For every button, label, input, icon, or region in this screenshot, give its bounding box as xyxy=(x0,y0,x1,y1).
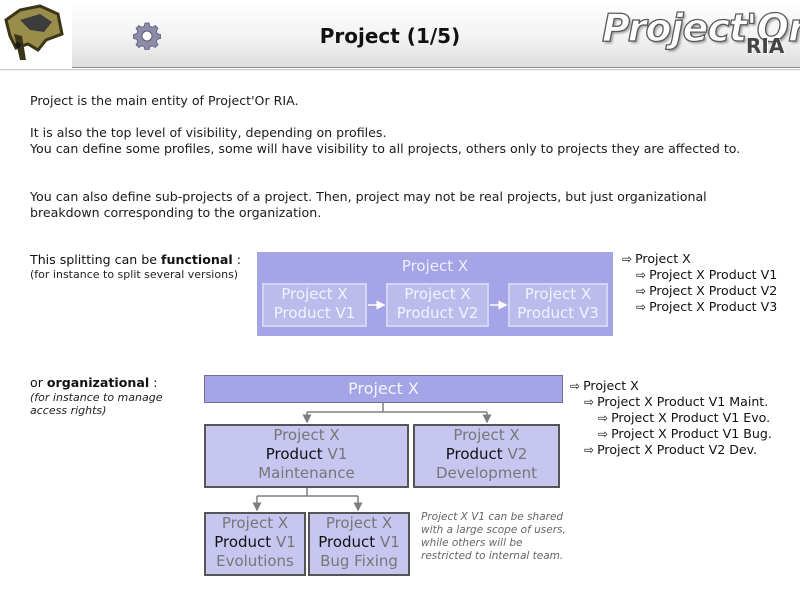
header-divider xyxy=(0,69,800,71)
org-evo-line1: Project X xyxy=(221,514,289,532)
org-bug-line3: Bug Fixing xyxy=(320,552,398,570)
functional-label-prefix: This splitting can be xyxy=(30,252,162,267)
functional-v2-line2: Product V2 xyxy=(396,304,479,322)
arrow-right-icon: ⇨ xyxy=(636,284,647,298)
org-bug-box: Project X Product V1 Bug Fixing xyxy=(308,512,410,576)
intro-paragraph-1: Project is the main entity of Project'Or… xyxy=(30,93,299,108)
functional-v1-box: Project X Product V1 xyxy=(262,283,367,327)
functional-note: (for instance to split several versions) xyxy=(30,268,239,281)
org-maint-box: Project X Product V1 Maintenance xyxy=(204,424,409,488)
arrow-right-icon: ⇨ xyxy=(570,379,581,393)
org-maint-line3: Maintenance xyxy=(258,464,355,482)
functional-v2-box: Project X Product V2 xyxy=(386,283,489,327)
org-evo-line3: Evolutions xyxy=(216,552,294,570)
arrow-right-icon: ⇨ xyxy=(584,395,595,409)
org-dev-box: Project X Product V2 Development xyxy=(413,424,560,488)
org-dev-line3: Development xyxy=(436,464,537,482)
functional-tree: ⇨Project X ⇨Project X Product V1 ⇨Projec… xyxy=(622,251,777,315)
functional-v1-line1: Project X xyxy=(281,285,348,303)
org-evo-box: Project X Product V1 Evolutions xyxy=(204,512,306,576)
header-bar: Project (1/5) Project'Or RIA xyxy=(0,0,800,68)
brand-sub-text: RIA xyxy=(746,34,785,58)
arrow-right-icon: ⇨ xyxy=(636,300,647,314)
arrow-right-icon: ⇨ xyxy=(598,411,609,425)
brand-main-text: Project'Or xyxy=(601,5,800,50)
tree-item: ⇨Project X xyxy=(570,378,639,393)
org-root-label: Project X xyxy=(348,379,419,398)
page-title: Project (1/5) xyxy=(319,24,461,48)
org-root-box: Project X xyxy=(204,375,563,403)
tree-item: ⇨Project X Product V2 Dev. xyxy=(584,442,758,457)
arrow-right-icon: ⇨ xyxy=(598,427,609,441)
functional-v3-line1: Project X xyxy=(524,285,592,303)
intro-paragraph-2b: You can define some profiles, some will … xyxy=(30,141,741,156)
intro-paragraph-3: You can also define sub-projects of a pr… xyxy=(30,189,707,220)
org-dev-line1: Project X xyxy=(453,426,520,444)
arrow-right-icon: ⇨ xyxy=(636,268,647,282)
organizational-label-bold: organizational xyxy=(46,375,150,390)
org-dev-line2: Product V2 xyxy=(445,445,528,463)
tree-item: ⇨Project X Product V1 xyxy=(636,267,778,282)
tree-item: ⇨Project X xyxy=(622,251,691,266)
organizational-label-prefix: or xyxy=(30,375,47,390)
functional-v2-line1: Project X xyxy=(404,285,471,303)
tree-item: ⇨Project X Product V1 Evo. xyxy=(598,410,771,425)
organizational-label: or organizational : xyxy=(30,375,157,391)
org-maint-line2: Product V1 xyxy=(265,445,348,463)
org-evo-line2: Product V1 xyxy=(214,533,296,551)
arrow-right-icon: ⇨ xyxy=(622,252,633,266)
arrow-right-icon: ⇨ xyxy=(584,443,595,457)
organizational-tree: ⇨Project X ⇨Project X Product V1 Maint. … xyxy=(570,378,772,458)
org-bug-line2: Product V1 xyxy=(318,533,400,551)
org-maint-line1: Project X xyxy=(273,426,340,444)
intro-paragraph-2a: It is also the top level of visibility, … xyxy=(30,125,387,140)
functional-label: This splitting can be functional : xyxy=(30,252,241,268)
tree-item: ⇨Project X Product V3 xyxy=(636,299,778,314)
tree-item: ⇨Project X Product V1 Bug. xyxy=(598,426,772,441)
functional-root-label: Project X xyxy=(401,257,469,275)
functional-v3-box: Project X Product V3 xyxy=(508,283,608,327)
functional-label-bold: functional xyxy=(161,252,233,267)
organizational-label-suffix: : xyxy=(149,375,158,390)
gear-icon[interactable] xyxy=(133,22,161,50)
logo-icon xyxy=(0,0,72,68)
tree-item: ⇨Project X Product V1 Maint. xyxy=(584,394,769,409)
functional-v3-line2: Product V3 xyxy=(517,304,599,322)
org-bug-line1: Project X xyxy=(325,514,393,532)
functional-label-suffix: : xyxy=(232,252,241,267)
functional-v1-line2: Product V1 xyxy=(273,304,356,322)
organizational-note-1: (for instance to manage xyxy=(30,391,163,404)
org-side-note: Project X V1 can be shared with a large … xyxy=(421,511,566,562)
tree-item: ⇨Project X Product V2 xyxy=(636,283,778,298)
brand-logo: Project'Or RIA xyxy=(598,4,800,64)
organizational-note-2: access rights) xyxy=(30,404,107,417)
